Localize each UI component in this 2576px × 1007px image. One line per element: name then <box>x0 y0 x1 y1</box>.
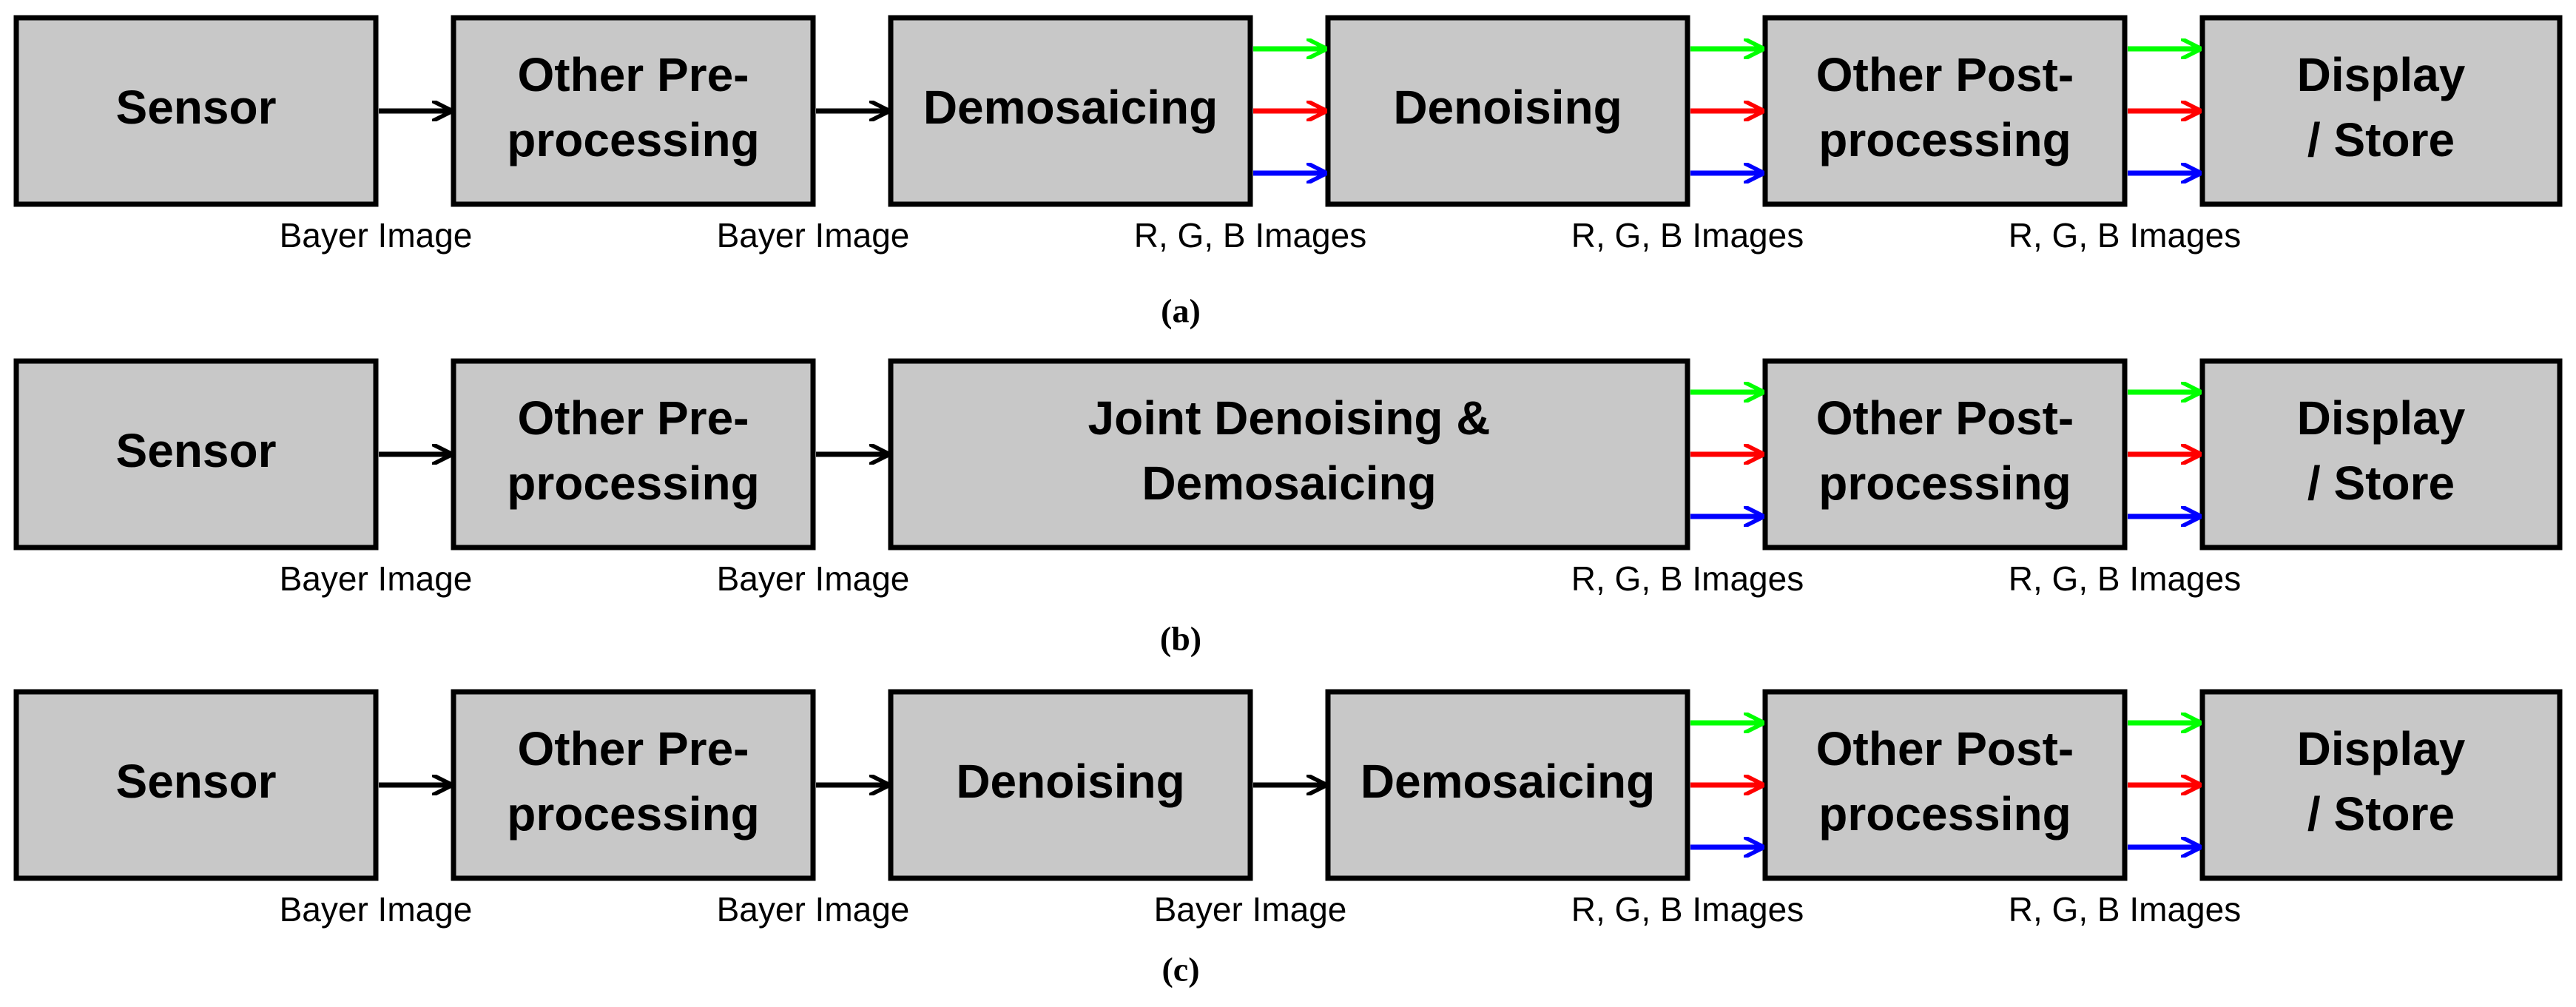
pipeline-c: Sensor Other Pre-processing Denoising Demos… <box>13 689 2563 989</box>
stage-label: processing <box>1818 787 2071 841</box>
other-pre-processing-box: Other Pre-processing <box>451 358 816 550</box>
stage-rect <box>2199 689 2563 881</box>
stage-rect <box>1325 15 1690 207</box>
connector-bayer: Bayer Image <box>717 785 910 929</box>
stage-rect <box>13 15 379 207</box>
stage-rect <box>451 15 816 207</box>
other-post-processing-box: Other Post-processing <box>1762 358 2128 550</box>
edge-label: R, G, B Images <box>1571 216 1804 255</box>
edge-label: R, G, B Images <box>2009 559 2241 598</box>
stage-rect <box>1762 689 2128 881</box>
pipeline-a: Sensor Other Pre-processing Demosaicing Den… <box>13 15 2563 330</box>
stage-label: processing <box>1818 113 2071 166</box>
edge-label: Bayer Image <box>280 216 473 255</box>
display-store-box: Display / Store <box>2199 15 2563 207</box>
edge-label: Bayer Image <box>717 890 910 929</box>
stage-label: Demosaicing <box>1142 457 1436 510</box>
stage-label: Sensor <box>116 424 277 477</box>
stage-rect <box>451 689 816 881</box>
connector-bayer: Bayer Image <box>717 111 910 255</box>
joint-denoising-demosaicing-box: Joint Denoising & Demosaicing <box>888 358 1690 550</box>
edge-label: R, G, B Images <box>1571 890 1804 929</box>
demosaicing-box: Demosaicing <box>1325 689 1690 881</box>
stage-label: Other Post- <box>1816 722 2074 775</box>
stage-rect <box>2199 358 2563 550</box>
stage-label: processing <box>507 787 759 841</box>
stage-rect <box>1762 15 2128 207</box>
stage-label: Other Pre- <box>518 722 749 775</box>
panel-caption: (b) <box>1160 620 1201 658</box>
stage-label: processing <box>507 457 759 510</box>
display-store-box: Display / Store <box>2199 689 2563 881</box>
stage-label: Joint Denoising & <box>1088 391 1491 445</box>
other-post-processing-box: Other Post-processing <box>1762 689 2128 881</box>
other-pre-processing-box: Other Pre-processing <box>451 15 816 207</box>
display-store-box: Display / Store <box>2199 358 2563 550</box>
stage-label: Denoising <box>956 755 1184 808</box>
stage-rect <box>451 358 816 550</box>
stage-label: / Store <box>2307 457 2455 510</box>
stage-label: Demosaicing <box>1361 755 1655 808</box>
panel-caption: (c) <box>1161 951 1199 989</box>
edge-label: R, G, B Images <box>2009 216 2241 255</box>
stage-label: Demosaicing <box>923 81 1218 134</box>
other-post-processing-box: Other Post-processing <box>1762 15 2128 207</box>
denoising-box: Denoising <box>888 689 1253 881</box>
other-pre-processing-box: Other Pre-processing <box>451 689 816 881</box>
connector-bayer: Bayer Image <box>717 454 910 598</box>
connector-rgb: R, G, B Images <box>2009 392 2241 598</box>
stage-rect <box>888 689 1253 881</box>
connector-bayer: Bayer Image <box>280 111 473 255</box>
stage-rect <box>13 689 379 881</box>
connector-rgb: R, G, B Images <box>2009 723 2241 929</box>
stage-label: Sensor <box>116 81 277 134</box>
connector-rgb: R, G, B Images <box>1134 49 1366 255</box>
connector-bayer: Bayer Image <box>1154 785 1347 929</box>
stage-rect <box>13 358 379 550</box>
stage-label: Display <box>2297 48 2466 101</box>
connector-rgb: R, G, B Images <box>1571 49 1804 255</box>
connector-bayer: Bayer Image <box>280 454 473 598</box>
sensor-box: Sensor <box>13 689 379 881</box>
stage-label: processing <box>1818 457 2071 510</box>
connector-rgb: R, G, B Images <box>2009 49 2241 255</box>
stage-label: Display <box>2297 722 2466 775</box>
edge-label: Bayer Image <box>280 890 473 929</box>
edge-label: R, G, B Images <box>1571 559 1804 598</box>
edge-label: R, G, B Images <box>2009 890 2241 929</box>
stage-rect <box>1325 689 1690 881</box>
demosaicing-box: Demosaicing <box>888 15 1253 207</box>
stage-label: Denoising <box>1393 81 1622 134</box>
connector-bayer: Bayer Image <box>280 785 473 929</box>
stage-label: Display <box>2297 391 2466 445</box>
pipeline-b: Sensor Other Pre-processing Joint Denoisin… <box>13 358 2563 658</box>
stage-rect <box>2199 15 2563 207</box>
stage-label: Other Pre- <box>518 48 749 101</box>
stage-rect <box>1762 358 2128 550</box>
stage-label: Other Post- <box>1816 48 2074 101</box>
edge-label: Bayer Image <box>1154 890 1347 929</box>
stage-label: Other Post- <box>1816 391 2074 445</box>
edge-label: Bayer Image <box>717 216 910 255</box>
denoising-box: Denoising <box>1325 15 1690 207</box>
sensor-box: Sensor <box>13 358 379 550</box>
edge-label: Bayer Image <box>280 559 473 598</box>
stage-rect <box>888 358 1690 550</box>
stage-label: processing <box>507 113 759 166</box>
stage-rect <box>888 15 1253 207</box>
panel-caption: (a) <box>1161 292 1201 330</box>
stage-label: Other Pre- <box>518 391 749 445</box>
stage-label: / Store <box>2307 787 2455 841</box>
edge-label: Bayer Image <box>717 559 910 598</box>
connector-rgb: R, G, B Images <box>1571 392 1804 598</box>
stage-label: Sensor <box>116 755 277 808</box>
sensor-box: Sensor <box>13 15 379 207</box>
connector-rgb: R, G, B Images <box>1571 723 1804 929</box>
edge-label: R, G, B Images <box>1134 216 1366 255</box>
stage-label: / Store <box>2307 113 2455 166</box>
